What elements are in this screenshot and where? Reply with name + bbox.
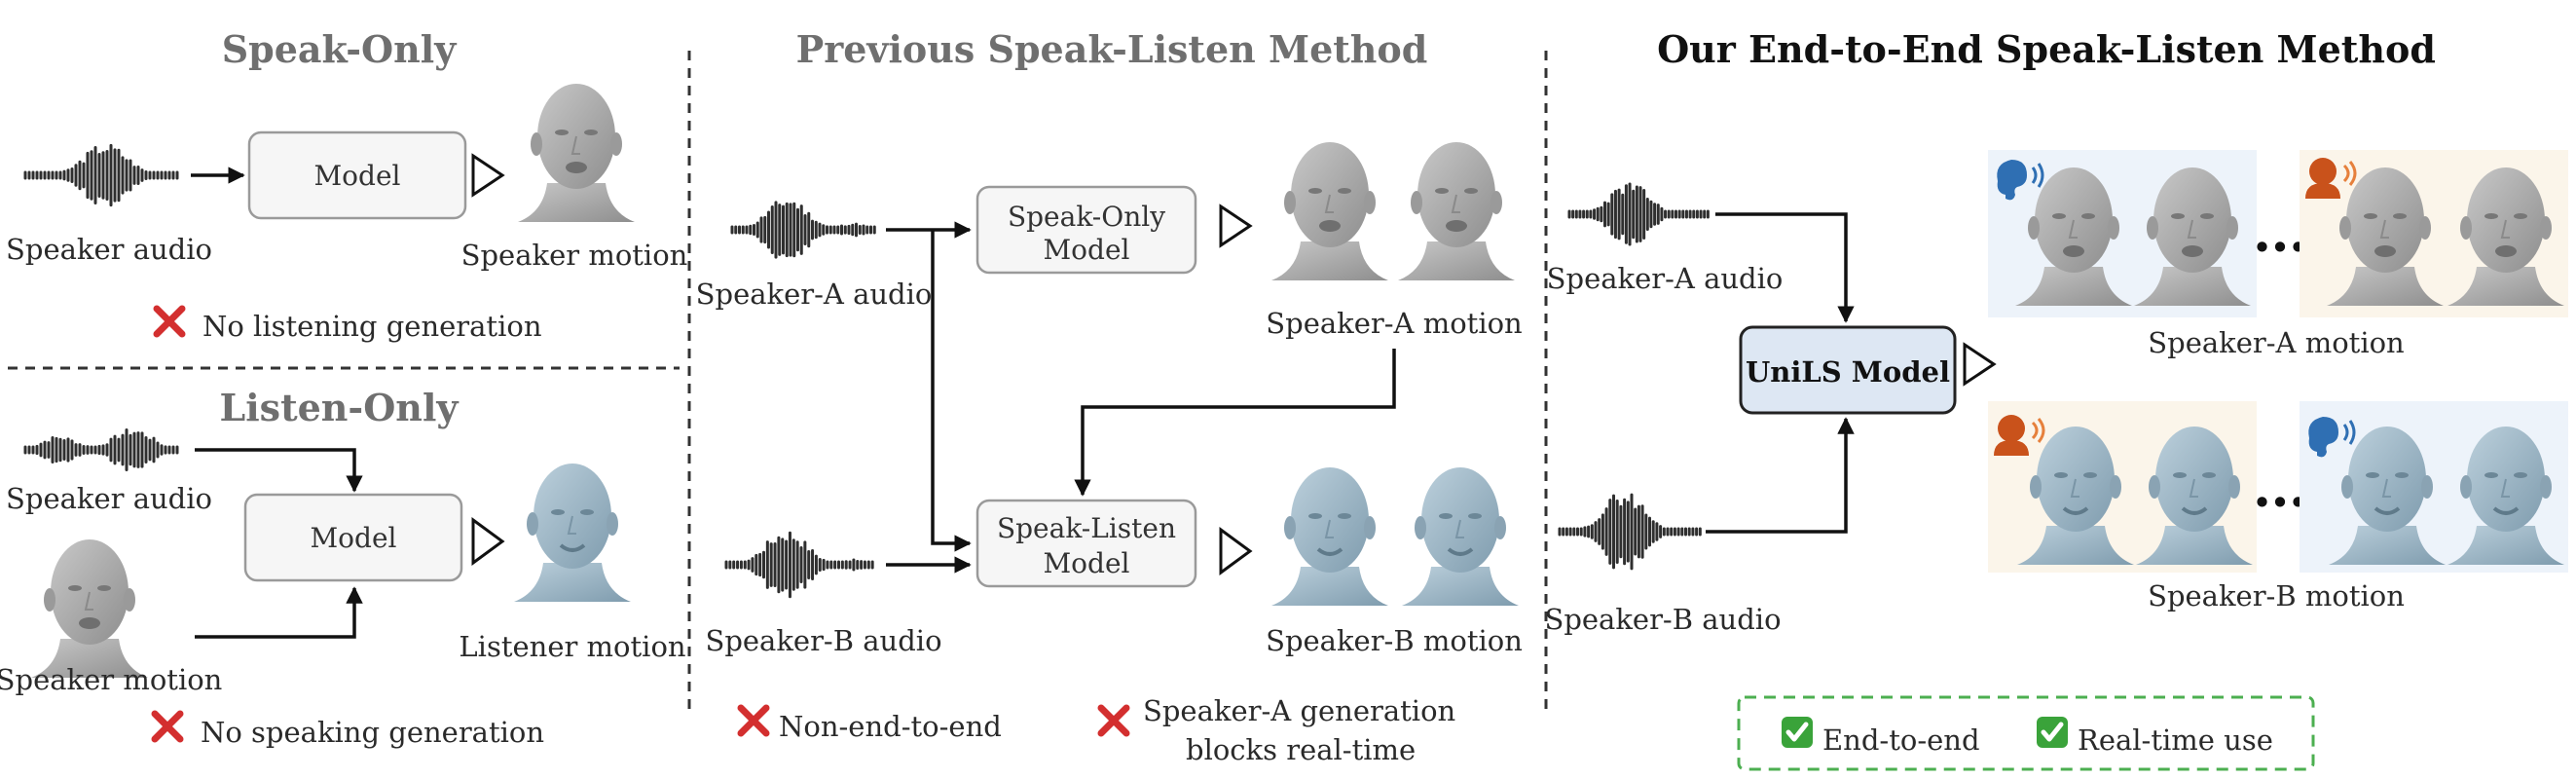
check-icon [2037, 717, 2068, 748]
previous-b-motion-head-2 [1400, 465, 1521, 608]
listen-only-model-label: Model [311, 522, 397, 554]
listen-only-cross-icon [155, 714, 180, 739]
listen-only-drawback: No speaking generation [201, 716, 544, 749]
speak-only-model-label: Model [314, 160, 401, 192]
listen-only-audio-label: Speaker audio [6, 482, 212, 515]
previous-speak-output-triangle [1219, 204, 1253, 248]
ours-a-ellipsis: ••• [2253, 231, 2307, 264]
previous-a-audio-waveform [730, 201, 876, 259]
speak-only-audio-waveform [23, 143, 179, 207]
previous-speak-model-line2: Model [1044, 234, 1130, 266]
previous-b-motion-label: Speaker-B motion [1266, 624, 1523, 657]
ours-b-audio-label: Speaker-B audio [1544, 603, 1781, 636]
previous-feedback-arrow [1074, 349, 1396, 497]
speak-only-input-label: Speaker audio [6, 233, 212, 266]
listen-only-output-label: Listener motion [459, 630, 685, 663]
listen-only-audio-arrow [195, 448, 363, 493]
previous-cross-icon-1 [741, 708, 766, 733]
previous-a-audio-label: Speaker-A audio [696, 278, 933, 311]
ours-output-triangle [1963, 342, 1997, 387]
speak-only-title: Speak-Only [222, 27, 458, 71]
listen-only-input-head [30, 538, 149, 679]
unils-model-box [1739, 325, 1957, 415]
ours-b-audio-waveform [1558, 493, 1702, 571]
ours-b-motion-label: Speaker-B motion [2148, 579, 2405, 612]
speak-listen-model-box-previous [975, 499, 1197, 588]
previous-a-motion-head-2 [1397, 141, 1516, 281]
ours-benefits-box [1737, 695, 2315, 771]
ours-b-ellipsis: ••• [2253, 486, 2307, 519]
listener-motion-head [512, 462, 633, 604]
check-icon [1782, 717, 1813, 748]
speak-only-output-triangle [471, 153, 505, 198]
speak-only-output-label: Speaker motion [461, 239, 688, 272]
previous-cross-icon-2 [1101, 708, 1126, 733]
listen-only-model-box [243, 493, 463, 582]
listen-only-title: Listen-Only [220, 386, 460, 429]
speak-only-cross-icon [157, 309, 182, 334]
ours-a-audio-waveform [1567, 182, 1710, 246]
ours-benefit-2: Real-time use [2078, 723, 2273, 757]
ours-benefit-1: End-to-end [1822, 723, 1980, 757]
listen-only-motion-input-label: Speaker motion [0, 663, 222, 696]
previous-drawback-2-line1: Speaker-A generation [1143, 694, 1455, 727]
previous-listen-model-line1: Speak-Listen [997, 512, 1176, 544]
ours-a-motion-label: Speaker-A motion [2148, 326, 2404, 359]
ours-title: Our End-to-End Speak-Listen Method [1657, 27, 2436, 71]
speak-only-model-box [247, 130, 467, 220]
previous-speak-model-line1: Speak-Only [1008, 201, 1165, 233]
speak-only-drawback: No listening generation [202, 310, 542, 343]
ours-b-arrow [1706, 417, 1855, 534]
previous-b-motion-head-1 [1270, 465, 1390, 608]
previous-drawback-1: Non-end-to-end [779, 710, 1002, 743]
previous-listen-output-triangle [1219, 527, 1253, 575]
previous-drawback-2-line2: blocks real-time [1186, 733, 1416, 766]
speak-only-model-box-previous [975, 185, 1197, 275]
listen-only-audio-waveform [23, 428, 179, 471]
previous-b-audio-label: Speaker-B audio [705, 624, 941, 657]
ours-a-audio-label: Speaker-A audio [1547, 262, 1784, 295]
listen-only-output-triangle [471, 517, 505, 566]
listen-only-motion-arrow [195, 586, 363, 639]
previous-b-audio-waveform [724, 531, 874, 599]
ours-a-arrow [1715, 212, 1855, 323]
previous-listen-model-line2: Model [1044, 547, 1130, 579]
previous-a-motion-head-1 [1270, 141, 1389, 281]
speaker-motion-head [517, 83, 636, 223]
previous-title: Previous Speak-Listen Method [796, 27, 1428, 71]
previous-a-motion-label: Speaker-A motion [1266, 307, 1522, 340]
previous-a-to-listen-arrow [931, 230, 972, 552]
unils-model-label: UniLS Model [1746, 355, 1950, 389]
